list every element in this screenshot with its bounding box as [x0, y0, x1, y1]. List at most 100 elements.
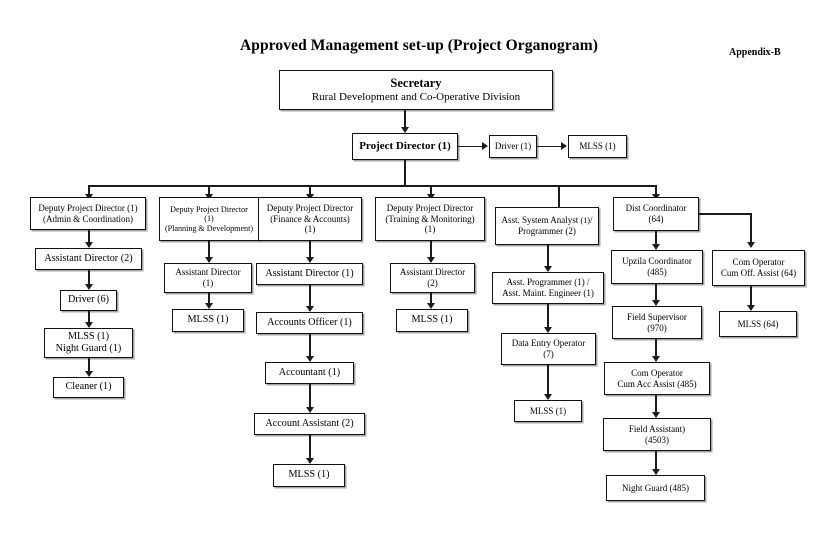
dpd-admin-line2: (Admin & Coordination) — [43, 213, 133, 224]
arrow-admin-4 — [84, 371, 93, 377]
node-secretary[interactable]: Secretary Rural Development and Co-Opera… — [279, 70, 553, 110]
arrow-dist-4 — [651, 412, 660, 418]
arrow-com-off-mlss — [747, 305, 755, 311]
node-dpd-finance[interactable]: Deputy Project Director (Finance & Accou… — [258, 197, 362, 241]
com-off-mlss-label: MLSS (64) — [737, 318, 779, 329]
node-dpd-planning[interactable]: Deputy Project Director (1) (Planning & … — [159, 197, 259, 241]
system-analyst-line2: Programmer (2) — [518, 226, 576, 236]
appendix-label: Appendix-B — [729, 47, 781, 58]
arrow-finance-5 — [305, 458, 314, 464]
arrow-admin-3 — [84, 322, 93, 328]
distribution-bus — [88, 185, 656, 187]
edge-finance-1 — [309, 241, 311, 260]
planning-mlss-label: MLSS (1) — [187, 314, 229, 326]
com-operator-acc-line2: Cum Acc Assist (485) — [617, 378, 697, 389]
accounts-officer-label: Accounts Officer (1) — [267, 316, 352, 328]
training-assistant-director-line1: Assistant Director — [399, 267, 466, 278]
edge-admin-4 — [88, 358, 90, 374]
arrow-training-2 — [426, 303, 435, 309]
node-asst-programmer[interactable]: Asst. Programmer (1) / Asst. Maint. Engi… — [492, 272, 604, 304]
node-accounts-officer[interactable]: Accounts Officer (1) — [256, 312, 363, 334]
node-project-director[interactable]: Project Director (1) — [352, 133, 458, 160]
asst-programmer-line2: Asst. Maint. Engineer (1) — [502, 288, 594, 298]
node-upzila-coordinator[interactable]: Upzila Coordinator (485) — [611, 250, 703, 284]
arrow-analyst-1 — [543, 266, 552, 272]
edge-dist-1 — [655, 231, 657, 247]
edge-dist-5 — [655, 451, 657, 472]
edge-dist-3 — [655, 339, 657, 359]
edge-finance-3 — [309, 334, 311, 359]
arrow-admin-2 — [84, 284, 93, 290]
node-pd-mlss[interactable]: MLSS (1) — [568, 135, 627, 158]
arrow-secretary-to-project-director — [400, 127, 409, 133]
node-night-guard[interactable]: Night Guard (485) — [606, 475, 705, 501]
node-admin-cleaner[interactable]: Cleaner (1) — [53, 377, 124, 398]
training-mlss-label: MLSS (1) — [411, 314, 453, 326]
dpd-training-line1: Deputy Project Director — [386, 203, 474, 214]
node-admin-assistant-director[interactable]: Assistant Director (2) — [35, 248, 142, 270]
secretary-title: Secretary — [390, 76, 442, 91]
node-dist-coordinator[interactable]: Dist Coordinator (64) — [613, 197, 699, 231]
dpd-training-line3: (1) — [424, 224, 436, 235]
dpd-finance-line1: Deputy Project Director — [266, 203, 354, 214]
dpd-admin-line1: Deputy Project Director (1) — [38, 202, 138, 213]
node-admin-driver[interactable]: Driver (6) — [60, 290, 117, 311]
node-account-assistant[interactable]: Account Assistant (2) — [254, 413, 365, 435]
arrow-analyst-3 — [543, 394, 552, 400]
node-finance-mlss[interactable]: MLSS (1) — [273, 464, 345, 487]
node-com-off-mlss[interactable]: MLSS (64) — [719, 311, 797, 337]
edge-planning-2 — [208, 293, 210, 306]
node-finance-assistant-director[interactable]: Assistant Director (1) — [256, 263, 363, 285]
pd-mlss-label: MLSS (1) — [579, 141, 616, 152]
dpd-finance-line2: (Finance & Accounts) — [270, 213, 350, 224]
edge-com-off-mlss — [750, 286, 752, 308]
deo-mlss-label: MLSS (1) — [529, 405, 567, 416]
accountant-label: Accountant (1) — [278, 366, 341, 378]
admin-mlss-line2: Night Guard (1) — [55, 343, 122, 354]
node-training-mlss[interactable]: MLSS (1) — [396, 309, 468, 332]
edge-training-1 — [430, 241, 432, 260]
node-accountant[interactable]: Accountant (1) — [265, 362, 354, 384]
secretary-subtitle: Rural Development and Co-Operative Divis… — [311, 90, 521, 103]
pd-driver-label: Driver (1) — [494, 141, 532, 152]
node-admin-mlss-nightguard[interactable]: MLSS (1) Night Guard (1) — [44, 328, 133, 358]
node-training-assistant-director[interactable]: Assistant Director (2) — [390, 263, 475, 293]
node-deo-mlss[interactable]: MLSS (1) — [514, 400, 582, 422]
node-planning-assistant-director[interactable]: Assistant Director (1) — [164, 263, 252, 293]
edge-bus-col3 — [309, 185, 311, 197]
node-planning-mlss[interactable]: MLSS (1) — [172, 309, 244, 332]
edge-finance-5 — [309, 435, 311, 461]
arrow-driver-to-mlss — [561, 142, 567, 151]
edge-pd-to-bus — [404, 160, 406, 186]
node-field-supervisor[interactable]: Field Supervisor (970) — [612, 306, 702, 339]
edge-finance-4 — [309, 384, 311, 410]
node-com-operator-off[interactable]: Com Operator Cum Off. Assist (64) — [712, 250, 805, 286]
dpd-planning-line2: (1) — [204, 214, 214, 224]
admin-assistant-director-label: Assistant Director (2) — [44, 252, 133, 264]
system-analyst-count: (1) — [580, 216, 590, 226]
arrow-dist-3 — [651, 356, 660, 362]
node-system-analyst[interactable]: Asst. System Analyst (1)/ Programmer (2) — [495, 207, 599, 245]
edge-admin-2 — [88, 270, 90, 287]
arrow-finance-3 — [305, 356, 314, 362]
arrow-finance-4 — [305, 407, 314, 413]
field-assistant-line2: (4503) — [645, 434, 669, 445]
node-pd-driver[interactable]: Driver (1) — [489, 135, 537, 158]
edge-bus-col5 — [558, 185, 560, 207]
arrow-analyst-2 — [543, 327, 552, 333]
node-dpd-admin[interactable]: Deputy Project Director (1) (Admin & Coo… — [30, 197, 146, 230]
com-operator-off-line2: Cum Off. Assist (64) — [720, 268, 797, 278]
dpd-planning-line1: Deputy Project Director — [170, 204, 248, 214]
node-dpd-training[interactable]: Deputy Project Director (Training & Moni… — [375, 197, 485, 241]
edge-planning-1 — [208, 241, 210, 260]
dpd-finance-line3: (1) — [304, 224, 316, 235]
field-supervisor-line1: Field Supervisor — [627, 311, 687, 322]
edge-dist-4 — [655, 395, 657, 415]
node-field-assistant[interactable]: Field Assistant) (4503) — [603, 418, 711, 451]
node-com-operator-acc[interactable]: Com Operator Cum Acc Assist (485) — [604, 362, 710, 395]
arrow-finance-1 — [305, 257, 314, 263]
edge-dist-right — [699, 213, 752, 215]
node-data-entry-operator[interactable]: Data Entry Operator (7) — [501, 333, 596, 365]
planning-assistant-director-line1: Assistant Director — [175, 267, 241, 278]
